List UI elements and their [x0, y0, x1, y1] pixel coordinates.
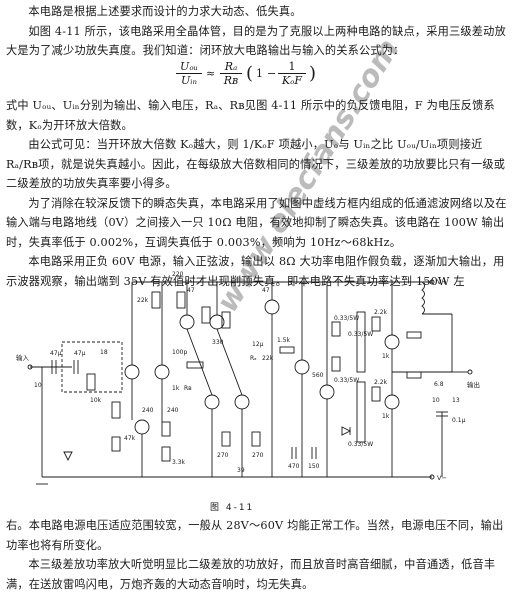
paragraph-gain-analysis: 由公式可见：当开环放大倍数 Kₒ越大，则 1/KₒF 项越小，Uₒ与 Uᵢₙ之比…: [6, 138, 506, 190]
label-c100p: 100p: [172, 349, 187, 356]
label-r18: 18: [100, 349, 108, 356]
label-r033d: 0.33/5W: [348, 441, 373, 448]
label-c47ub: 47μ: [74, 350, 86, 357]
label-v-minus: V−: [437, 474, 447, 482]
formula-lhs-numerator: Uₒᵤ: [176, 60, 202, 74]
label-rb: Rʙ: [184, 385, 192, 392]
label-c47u: 47μ: [50, 350, 62, 357]
label-r39: 39: [237, 467, 245, 474]
formula-r-fraction: Rₐ Rʙ: [220, 60, 242, 87]
closed-loop-formula: Uₒᵤ Uᵢₙ ≈ Rₐ Rʙ ( 1 − 1 KₒF ): [176, 58, 346, 94]
label-c12u: 12μ: [252, 341, 264, 348]
label-r3k3: 3.3k: [172, 459, 186, 466]
label-r033b: 0.33/5W: [334, 377, 359, 384]
label-r270: 270: [217, 452, 229, 459]
label-r22ka: 2.2k: [374, 309, 388, 316]
formula-paren-open: (: [246, 63, 254, 84]
label-r220: 220: [172, 271, 184, 278]
label-r10: 10: [34, 382, 42, 389]
paragraph-transient-distortion: 为了消除在较深反馈下的瞬态失真，本电路采用了如图中虚线方框内组成的低通滤波网络以…: [6, 196, 507, 249]
label-c01u: 0.1μ: [452, 417, 466, 424]
formula-k-fraction: 1 KₒF: [278, 60, 306, 87]
label-r47k: 47k: [124, 435, 136, 442]
closing-text: 右。本电路电源电压适应范围较宽，一般从 28V～60V 均能正常工作。当然，电源…: [6, 516, 510, 594]
label-c150: 150: [308, 463, 320, 470]
paragraph-power-test: 本电路采用正负 60V 电源，输入正弦波，输出以 8Ω 大功率电阻作假负载，逐渐…: [6, 255, 505, 288]
label-r47: 47: [187, 287, 195, 294]
label-r22kc: 2.2k: [374, 379, 388, 386]
label-r22k: 22k: [137, 297, 149, 304]
label-r1k: 1k: [172, 385, 180, 392]
formula-approx-sign: ≈: [206, 67, 216, 80]
paragraph-formula-terms: 式中 Uₒᵤ、Uᵢₙ分别为输出、输入电压，Rₐ、Rʙ见图 4-11 所示中的负反…: [6, 99, 495, 132]
label-r1kc: 1k: [382, 413, 390, 420]
label-c470: 470: [288, 463, 300, 470]
label-r033: 0.33/5W: [334, 315, 359, 322]
label-r13: 13: [452, 397, 460, 404]
formula-r-denominator: Rʙ: [223, 74, 239, 87]
label-r10k: 10k: [90, 397, 102, 404]
figure-caption: 图 4-11: [210, 503, 255, 513]
circuit-labels: V+ V− 输入 输出 220 22k 47 47 330 47μ 47μ 10…: [16, 271, 480, 482]
label-r270b: 270: [252, 452, 264, 459]
paragraph-circuit-description: 如图 4-11 所示，该电路采用全晶体管，目的是为了克服以上两种电路的缺点，采用…: [6, 24, 506, 58]
label-r033c: 0.33/5W: [348, 331, 373, 338]
label-r1kb: 1k: [382, 353, 390, 360]
label-input: 输入: [16, 353, 30, 362]
formula-k-numerator: 1: [278, 60, 306, 74]
label-l-out: 6.8: [434, 381, 444, 388]
label-r22kb: 22k: [262, 355, 274, 362]
paragraph-intro: 本电路是根据上述要求而设计的力求大动态、低失真。: [28, 5, 302, 18]
paragraph-voltage-range: 右。本电路电源电压适应范围较宽，一般从 28V～60V 均能正常工作。当然，电源…: [6, 519, 504, 552]
label-r240: 240: [142, 407, 154, 414]
label-output: 输出: [467, 380, 480, 389]
label-r1k5: 1.5k: [277, 337, 291, 344]
label-r330: 330: [212, 339, 224, 346]
label-v-plus: V+: [437, 278, 447, 286]
label-r10b: 10: [432, 397, 440, 404]
formula-paren-close: ): [309, 63, 317, 84]
label-r560: 560: [312, 372, 324, 379]
label-r47b: 47: [262, 287, 270, 294]
paragraph-listening-impression: 本三级差放功率放大听觉明显比二级差放的功放好，而且放音时高音细腻，中音通透，低音…: [6, 558, 496, 591]
formula-lhs-denominator: Uᵢₙ: [181, 74, 197, 87]
explanation-text: 式中 Uₒᵤ、Uᵢₙ分别为输出、输入电压，Rₐ、Rʙ见图 4-11 所示中的负反…: [6, 96, 510, 291]
formula-k-denominator: KₒF: [281, 74, 303, 87]
circuit-diagram: V+ V− 输入 输出 220 22k 47 47 330 47μ 47μ 10…: [16, 271, 480, 485]
formula-lhs-fraction: Uₒᵤ Uᵢₙ: [176, 60, 202, 87]
label-ra: Rₐ: [250, 355, 257, 362]
label-r240b: 240: [167, 407, 179, 414]
formula-r-numerator: Rₐ: [220, 60, 242, 74]
formula-minus: −: [267, 67, 277, 80]
intro-text: 本电路是根据上述要求而设计的力求大动态、低失真。 如图 4-11 所示，该电路采…: [6, 2, 510, 61]
formula-one: 1: [256, 67, 263, 80]
